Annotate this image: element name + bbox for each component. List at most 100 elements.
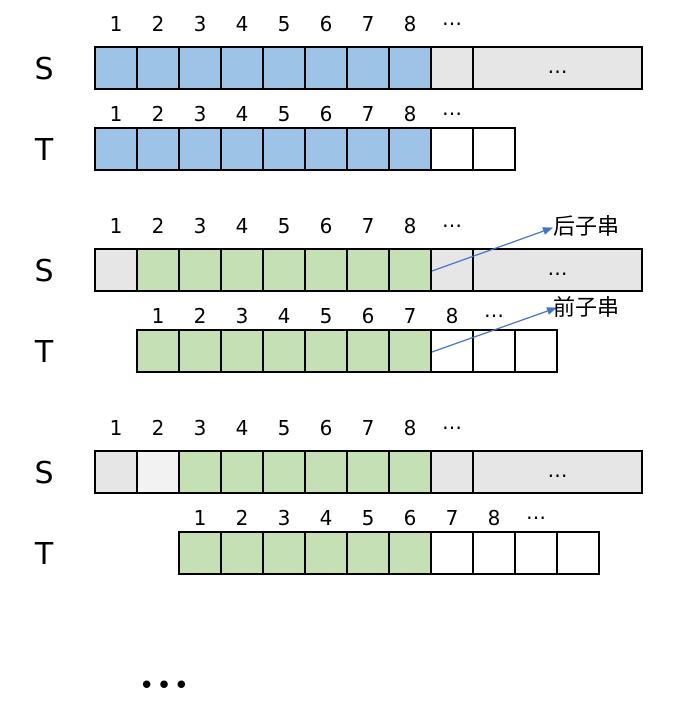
suffix-arrow	[431, 227, 553, 272]
t-cell	[304, 127, 348, 171]
t-cell	[556, 531, 600, 575]
s-cell	[304, 450, 348, 494]
t-cell	[388, 531, 432, 575]
t-cell	[262, 329, 306, 373]
t-index-label: 2	[236, 506, 249, 530]
s-cell	[178, 450, 222, 494]
t-index-label: 3	[278, 506, 291, 530]
t-index-label: 1	[110, 102, 123, 126]
s-window-outline	[94, 248, 432, 292]
t-cell	[304, 329, 348, 373]
s-window-outline	[94, 450, 432, 494]
t-row-label: T	[34, 335, 54, 370]
t-window-outline	[136, 329, 474, 373]
s-cell	[388, 450, 432, 494]
t-cell	[514, 329, 558, 373]
t-index-label: 1	[152, 304, 165, 328]
s-cell	[220, 248, 264, 292]
t-index-label: …	[526, 500, 546, 524]
s-index-label: 8	[404, 12, 417, 36]
s-index-label: 6	[320, 214, 333, 238]
s-tail-ellipsis: …	[548, 256, 568, 280]
suffix-annotation: 后子串	[553, 215, 619, 240]
s-index-label: 6	[320, 416, 333, 440]
s-index-label: 3	[194, 416, 207, 440]
s-index-label: …	[442, 6, 462, 30]
t-index-label: 7	[446, 506, 459, 530]
s-cell	[388, 248, 432, 292]
t-index-label: 5	[362, 506, 375, 530]
t-row-label: T	[34, 133, 54, 168]
t-cell	[136, 329, 180, 373]
s-index-label: 3	[194, 12, 207, 36]
t-index-label: 2	[194, 304, 207, 328]
s-cell	[178, 248, 222, 292]
s-cell	[262, 248, 306, 292]
s-tail-cell	[472, 248, 643, 292]
t-cell	[346, 127, 390, 171]
t-cell	[220, 531, 264, 575]
t-cell	[220, 127, 264, 171]
more-steps-ellipsis: •••	[139, 671, 191, 701]
t-cell	[178, 127, 222, 171]
s-tail-cell	[472, 46, 643, 90]
s-tail-cell	[472, 450, 643, 494]
s-cell	[136, 46, 180, 90]
s-cell	[430, 46, 474, 90]
s-row-label: S	[34, 254, 53, 289]
s-cell	[346, 450, 390, 494]
t-cell	[472, 329, 516, 373]
s-cell	[94, 248, 138, 292]
t-window-outline	[178, 531, 516, 575]
t-cell	[514, 531, 558, 575]
s-index-label: …	[442, 208, 462, 232]
t-cell	[220, 329, 264, 373]
s-index-label: 1	[110, 12, 123, 36]
t-cell	[178, 329, 222, 373]
t-cell	[178, 531, 222, 575]
t-index-label: 8	[488, 506, 501, 530]
t-index-label: 3	[236, 304, 249, 328]
s-index-label: 5	[278, 416, 291, 440]
s-cell	[178, 46, 222, 90]
s-row-label: S	[34, 52, 53, 87]
s-index-label: 7	[362, 214, 375, 238]
t-index-label: 6	[362, 304, 375, 328]
t-index-label: 6	[404, 506, 417, 530]
s-cell	[430, 450, 474, 494]
s-cell	[94, 450, 138, 494]
t-index-label: 6	[320, 102, 333, 126]
s-cell	[136, 450, 180, 494]
t-index-label: 7	[362, 102, 375, 126]
s-index-label: 2	[152, 416, 165, 440]
s-index-label: 2	[152, 12, 165, 36]
s-index-label: 8	[404, 416, 417, 440]
t-cell	[430, 127, 474, 171]
s-cell	[346, 248, 390, 292]
s-cell	[262, 46, 306, 90]
s-cell	[304, 248, 348, 292]
t-index-label: …	[442, 96, 462, 120]
s-cell	[430, 248, 474, 292]
s-index-label: 1	[110, 416, 123, 440]
s-index-label: 4	[236, 214, 249, 238]
s-index-label: 5	[278, 12, 291, 36]
t-cell	[262, 127, 306, 171]
s-index-label: 7	[362, 12, 375, 36]
s-tail-ellipsis: …	[548, 458, 568, 482]
s-index-label: 4	[236, 416, 249, 440]
s-index-label: 4	[236, 12, 249, 36]
t-cell	[388, 127, 432, 171]
t-cell	[388, 329, 432, 373]
s-tail-ellipsis: …	[548, 54, 568, 78]
t-window-outline	[94, 127, 432, 171]
s-cell	[94, 46, 138, 90]
t-cell	[472, 127, 516, 171]
t-index-label: 4	[278, 304, 291, 328]
s-index-label: …	[442, 410, 462, 434]
